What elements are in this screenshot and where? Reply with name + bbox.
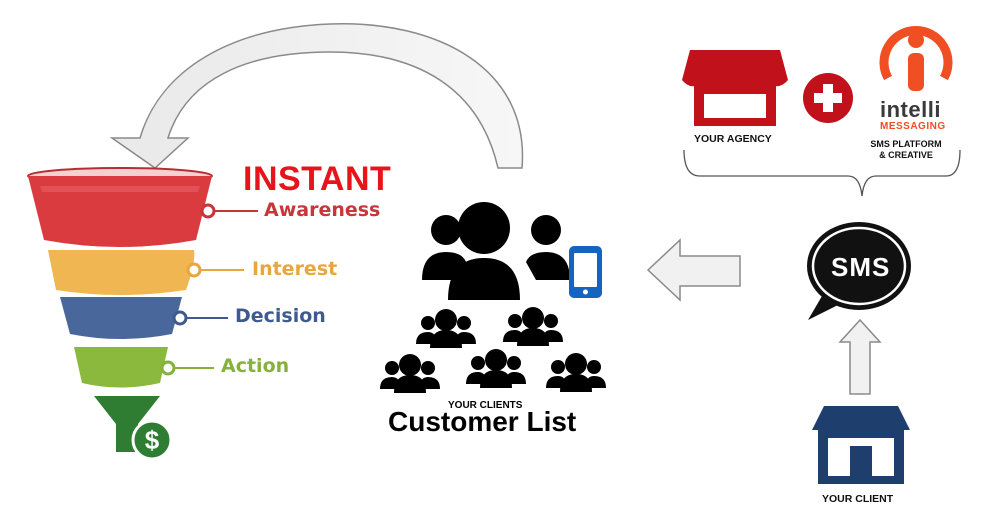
sms-bubble-text: SMS bbox=[831, 252, 891, 282]
up-arrow bbox=[838, 318, 882, 395]
sms-platform-line1: SMS PLATFORM bbox=[870, 139, 942, 149]
mobile-phone-icon bbox=[569, 246, 602, 298]
funnel-label-decision: Decision bbox=[235, 305, 326, 327]
left-arrow bbox=[646, 238, 741, 302]
funnel-stage-awareness bbox=[28, 176, 212, 247]
your-agency-label: YOUR AGENCY bbox=[694, 133, 772, 145]
speech-bubble-icon bbox=[807, 222, 911, 320]
funnel-dollar-icon: $ bbox=[94, 396, 173, 461]
funnel-label-interest: Interest bbox=[252, 258, 338, 280]
your-client-label: YOUR CLIENT bbox=[822, 493, 894, 505]
brand-subtitle: MESSAGING bbox=[880, 121, 946, 132]
funnel-label-action: Action bbox=[221, 355, 290, 377]
funnel-stage-action bbox=[74, 347, 168, 388]
brand-name: intelli bbox=[880, 97, 941, 122]
sales-funnel: $ bbox=[27, 167, 258, 461]
intelli-logo-icon bbox=[879, 26, 953, 91]
storefront-icon bbox=[682, 50, 788, 126]
sms-platform-label: SMS PLATFORM & CREATIVE bbox=[866, 139, 946, 161]
store-icon bbox=[812, 406, 910, 484]
sms-platform-line2: & CREATIVE bbox=[879, 150, 933, 160]
curved-return-arrow bbox=[109, 23, 524, 169]
headline-instant: INSTANT bbox=[243, 160, 392, 198]
grouping-brace bbox=[683, 149, 961, 197]
people-group-icon bbox=[380, 202, 606, 393]
funnel-stage-decision bbox=[60, 297, 182, 339]
funnel-connectors bbox=[160, 203, 258, 376]
funnel-label-awareness: Awareness bbox=[264, 199, 381, 221]
svg-text:$: $ bbox=[145, 425, 160, 455]
your-clients-caption: YOUR CLIENTS bbox=[448, 400, 523, 411]
plus-icon bbox=[803, 73, 853, 123]
funnel-stage-interest bbox=[48, 250, 195, 295]
customer-list-caption: Customer List bbox=[388, 406, 577, 437]
